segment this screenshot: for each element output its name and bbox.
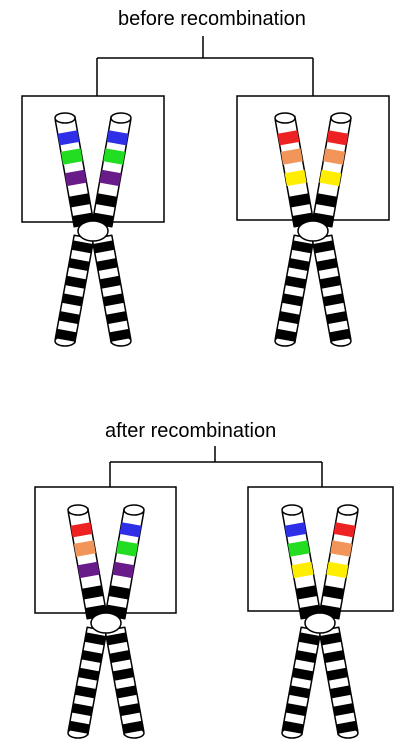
before-right-centromere [298,221,328,241]
chromosome-after-left [68,505,144,738]
after-right-centromere [305,613,335,633]
before-right-upper-left-tip [275,113,295,123]
before-right-upper-right-tip [331,113,351,123]
after-left-upper-right-tip [124,505,144,515]
before-right-box [237,96,389,220]
before-left-upper-left-tip [55,113,75,123]
chromosome-before-right [275,113,351,346]
chromosome-before-left [55,113,131,346]
after-left-upper-left-tip [68,505,88,515]
after-right-box [248,487,393,611]
before-left-upper-right-tip [111,113,131,123]
after-bracket [110,446,322,487]
chromosome-after-right [282,505,358,738]
before-left-centromere [78,221,108,241]
before-bracket [97,36,313,96]
after-left-centromere [91,613,121,633]
after-right-upper-left-tip [282,505,302,515]
after-right-upper-right-tip [338,505,358,515]
before-left-box [22,96,164,222]
after-left-box [35,487,176,613]
